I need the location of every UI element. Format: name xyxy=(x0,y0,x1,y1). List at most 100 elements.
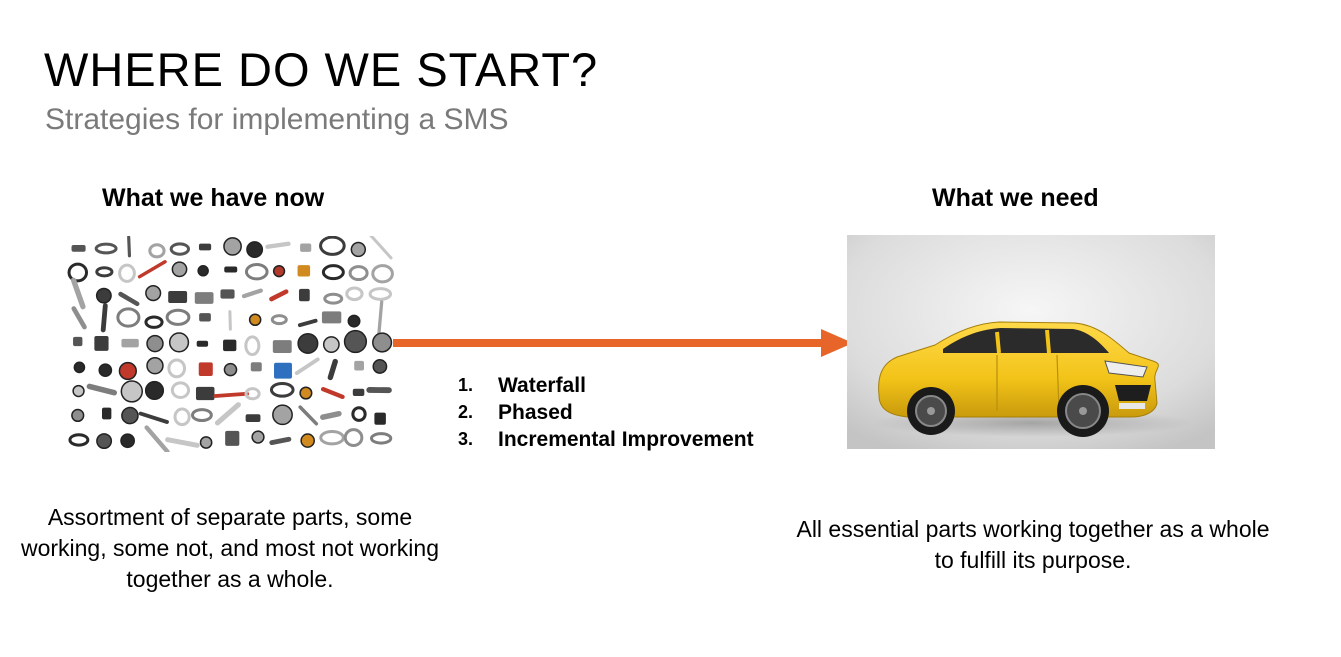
part-shape xyxy=(168,290,188,303)
part-shape xyxy=(198,243,212,251)
part-shape xyxy=(297,332,319,355)
part-shape xyxy=(265,241,291,249)
part-shape xyxy=(244,263,269,281)
part-shape xyxy=(95,287,112,304)
part-shape xyxy=(118,291,140,307)
part-shape xyxy=(223,362,238,377)
part-shape xyxy=(100,303,108,333)
part-shape xyxy=(214,402,241,426)
part-shape xyxy=(220,289,235,299)
part-shape xyxy=(120,380,144,403)
part-shape xyxy=(73,361,86,374)
part-shape xyxy=(144,425,170,452)
part-shape xyxy=(121,338,139,348)
part-shape xyxy=(250,362,262,372)
part-shape xyxy=(300,243,312,252)
part-shape xyxy=(298,288,310,302)
part-shape xyxy=(71,408,85,423)
part-shape xyxy=(198,362,213,377)
part-shape xyxy=(319,430,345,446)
part-shape xyxy=(251,430,265,444)
part-shape xyxy=(223,339,237,352)
part-shape xyxy=(199,436,213,449)
part-shape xyxy=(118,263,136,283)
strategy-item: 3. Incremental Improvement xyxy=(458,426,754,453)
part-shape xyxy=(347,314,361,328)
part-shape xyxy=(71,306,87,330)
part-shape xyxy=(300,433,315,448)
part-shape xyxy=(137,260,167,279)
part-shape xyxy=(96,433,113,450)
part-shape xyxy=(372,332,393,353)
slide-title: WHERE DO WE START? xyxy=(44,43,599,96)
part-shape xyxy=(272,340,292,354)
part-shape xyxy=(195,386,215,401)
part-shape xyxy=(244,387,261,401)
part-shape xyxy=(120,433,135,449)
part-shape xyxy=(298,405,319,426)
part-shape xyxy=(320,410,342,420)
yellow-car-icon xyxy=(847,235,1215,449)
part-shape xyxy=(98,363,113,378)
part-shape xyxy=(269,289,289,302)
part-shape xyxy=(169,242,191,256)
part-shape xyxy=(297,318,318,328)
part-shape xyxy=(101,407,112,420)
part-shape xyxy=(194,292,214,304)
target-state-description: All essential parts working together as … xyxy=(796,516,1270,573)
part-shape xyxy=(148,243,166,259)
part-shape xyxy=(372,359,388,374)
part-shape xyxy=(248,313,262,327)
part-shape xyxy=(269,381,295,398)
heading-current-state: What we have now xyxy=(102,184,325,212)
part-shape xyxy=(144,380,165,401)
part-shape xyxy=(170,381,191,399)
part-shape xyxy=(274,362,292,379)
part-shape xyxy=(223,237,242,256)
strategy-label: Phased xyxy=(498,401,573,424)
part-shape xyxy=(225,430,240,446)
part-shape xyxy=(352,388,365,396)
part-shape xyxy=(67,262,89,283)
part-shape xyxy=(118,361,137,381)
part-shape xyxy=(197,265,209,277)
strategy-item: 2. Phased xyxy=(458,399,754,426)
part-shape xyxy=(146,334,164,353)
part-shape xyxy=(345,286,364,302)
part-shape xyxy=(127,236,132,258)
part-shape xyxy=(94,242,118,255)
slide-subtitle: Strategies for implementing a SMS xyxy=(45,103,509,136)
part-shape xyxy=(144,315,164,329)
part-shape xyxy=(68,433,90,447)
part-shape xyxy=(297,265,311,277)
auto-parts-assortment-icon xyxy=(66,236,394,452)
part-shape xyxy=(369,236,393,260)
part-shape xyxy=(173,407,191,427)
part-shape xyxy=(351,406,367,422)
part-shape xyxy=(323,292,344,305)
part-shape xyxy=(199,313,211,322)
part-shape xyxy=(354,360,364,371)
part-shape xyxy=(272,264,286,278)
part-shape xyxy=(294,357,320,376)
part-shape xyxy=(116,307,141,328)
heading-target-state: What we need xyxy=(932,184,1099,212)
part-shape xyxy=(321,311,342,324)
part-shape xyxy=(191,408,213,423)
part-shape xyxy=(371,264,394,284)
part-shape xyxy=(73,336,83,347)
part-shape xyxy=(246,241,264,259)
part-shape xyxy=(145,285,162,302)
part-shape xyxy=(369,432,393,445)
part-shape xyxy=(343,329,368,354)
part-shape xyxy=(374,412,386,425)
part-shape xyxy=(368,287,393,301)
part-shape xyxy=(213,391,249,398)
part-shape xyxy=(95,266,114,278)
strategy-number: 1. xyxy=(458,375,474,395)
part-shape xyxy=(165,437,200,448)
part-shape xyxy=(71,244,86,252)
part-shape xyxy=(321,264,345,281)
strategy-number: 3. xyxy=(458,429,474,449)
part-shape xyxy=(121,406,139,425)
